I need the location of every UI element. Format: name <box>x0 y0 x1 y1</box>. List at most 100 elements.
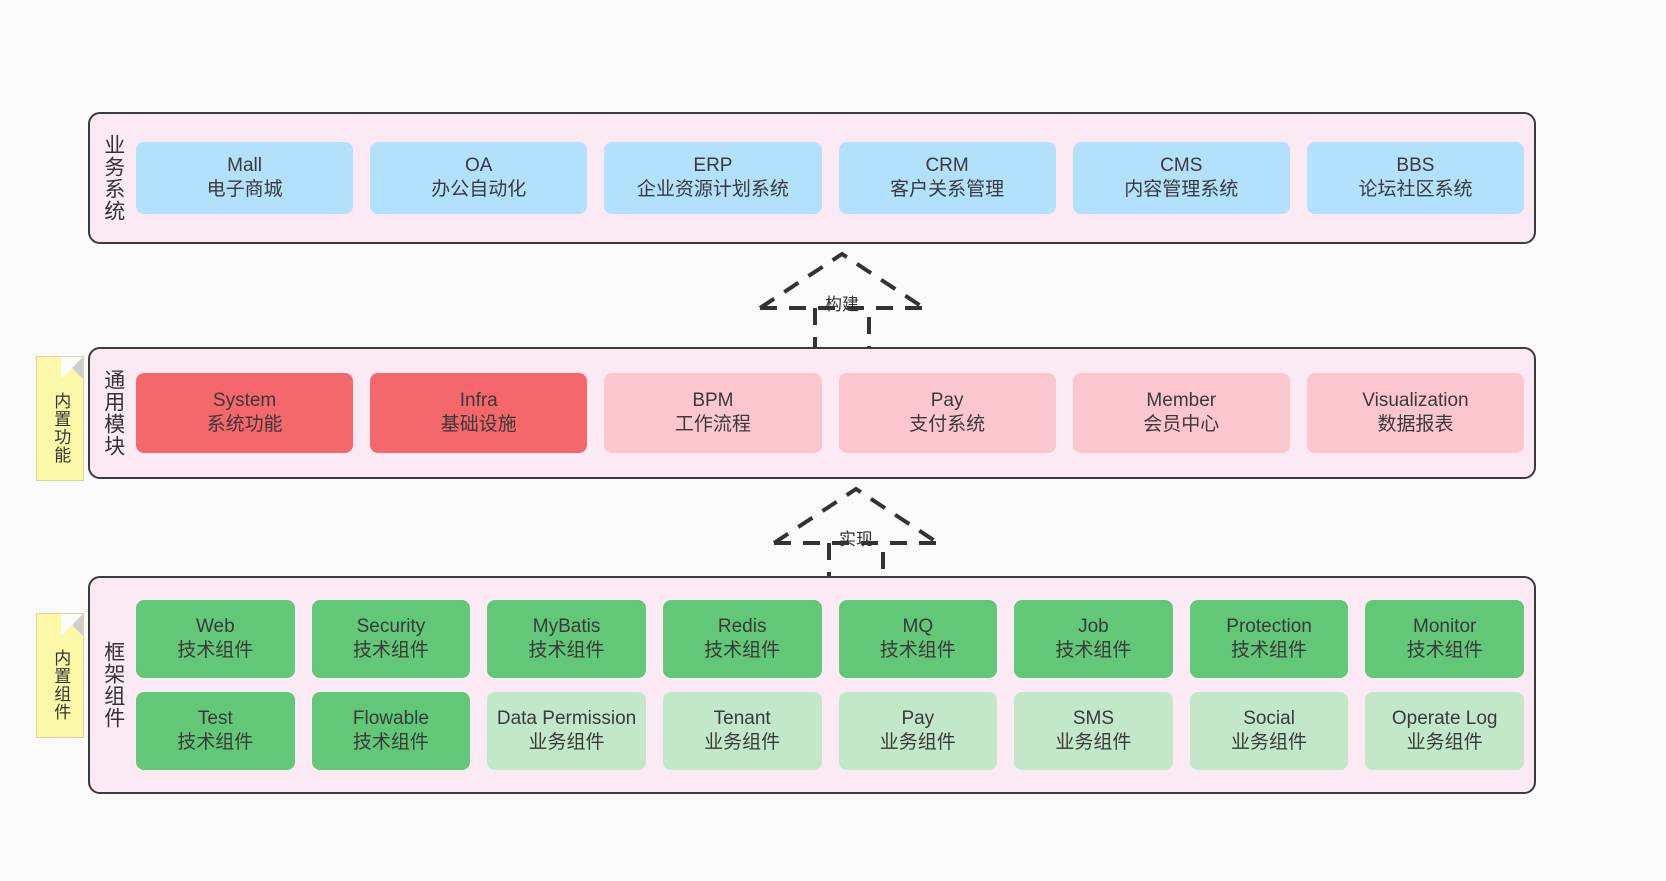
card-erp[interactable]: ERP 企业资源计划系统 <box>604 142 822 214</box>
card-title: Redis <box>717 616 767 638</box>
card-bbs[interactable]: BBS 论坛社区系统 <box>1306 142 1525 214</box>
card-title: Infra <box>459 390 498 412</box>
card-subtitle: 业务组件 <box>1231 732 1308 753</box>
sticky-note-label: 内置功能 <box>51 391 71 464</box>
card-oa[interactable]: OA 办公自动化 <box>370 142 588 214</box>
card-subtitle: 技术组件 <box>352 640 429 661</box>
layer-business-system: 业务系统 Mall 电子商城 OA 办公自动化 ERP 企业资源计划系统 CRM… <box>88 112 1536 244</box>
layer-common-module-body: System 系统功能 Infra 基础设施 BPM 工作流程 Pay 支付系统… <box>136 357 1525 469</box>
card-subtitle: 技术组件 <box>1231 640 1308 661</box>
card-system[interactable]: System 系统功能 <box>136 373 354 453</box>
card-title: Flowable <box>352 708 429 730</box>
card-subtitle: 技术组件 <box>528 640 605 661</box>
layer-common-module: 通用模块 System 系统功能 Infra 基础设施 BPM 工作流程 Pay… <box>88 347 1536 479</box>
card-subtitle: 数据报表 <box>1377 414 1454 435</box>
card-subtitle: 支付系统 <box>909 414 986 435</box>
card-title: Member <box>1146 390 1217 412</box>
layer-business-system-label: 业务系统 <box>101 134 125 222</box>
card-title: ERP <box>693 155 733 177</box>
layer-framework-component-body: Web 技术组件 Security 技术组件 MyBatis 技术组件 Redi… <box>136 586 1524 784</box>
card-subtitle: 技术组件 <box>704 640 781 661</box>
sticky-fold-mask <box>61 614 83 636</box>
card-web[interactable]: Web 技术组件 <box>136 600 295 678</box>
card-subtitle: 基础设施 <box>440 414 517 435</box>
card-subtitle: 业务组件 <box>528 732 605 753</box>
card-title: Operate Log <box>1391 708 1498 730</box>
card-title: Social <box>1243 708 1295 730</box>
card-subtitle: 技术组件 <box>177 640 254 661</box>
card-infra[interactable]: Infra 基础设施 <box>370 373 588 453</box>
card-row: Mall 电子商城 OA 办公自动化 ERP 企业资源计划系统 CRM 客户关系… <box>136 142 1525 214</box>
card-title: System <box>212 390 277 412</box>
card-subtitle: 技术组件 <box>352 732 429 753</box>
card-data-permission[interactable]: Data Permission 业务组件 <box>487 692 646 770</box>
card-title: Job <box>1078 616 1109 638</box>
card-mall[interactable]: Mall 电子商城 <box>136 142 354 214</box>
card-mybatis[interactable]: MyBatis 技术组件 <box>487 600 646 678</box>
card-subtitle: 会员中心 <box>1143 414 1220 435</box>
card-security[interactable]: Security 技术组件 <box>311 600 471 678</box>
card-operate-log[interactable]: Operate Log 业务组件 <box>1365 692 1524 770</box>
card-title: SMS <box>1072 708 1115 730</box>
card-sms[interactable]: SMS 业务组件 <box>1014 692 1173 770</box>
sticky-note-builtin-function: 内置功能 <box>36 356 84 481</box>
card-subtitle: 内容管理系统 <box>1124 179 1239 200</box>
card-member[interactable]: Member 会员中心 <box>1072 373 1290 453</box>
card-crm[interactable]: CRM 客户关系管理 <box>838 142 1056 214</box>
card-bpm[interactable]: BPM 工作流程 <box>604 373 822 453</box>
layer-framework-component-label: 框架组件 <box>101 641 125 729</box>
card-title: Web <box>195 616 235 638</box>
card-tenant[interactable]: Tenant 业务组件 <box>662 692 822 770</box>
card-title: Test <box>197 708 233 730</box>
card-title: Pay <box>930 390 964 412</box>
card-subtitle: 电子商城 <box>206 179 283 200</box>
card-title: Monitor <box>1413 616 1477 638</box>
layer-framework-component: 框架组件 Web 技术组件 Security 技术组件 MyBatis 技术组件… <box>88 576 1536 794</box>
card-subtitle: 业务组件 <box>704 732 781 753</box>
card-title: MyBatis <box>532 616 601 638</box>
card-subtitle: 技术组件 <box>1055 640 1132 661</box>
layer-business-system-body: Mall 电子商城 OA 办公自动化 ERP 企业资源计划系统 CRM 客户关系… <box>136 122 1525 234</box>
card-row: Web 技术组件 Security 技术组件 MyBatis 技术组件 Redi… <box>136 600 1524 678</box>
generalization-arrow-icon <box>758 251 926 354</box>
card-title: Pay <box>901 708 935 730</box>
card-visualization[interactable]: Visualization 数据报表 <box>1306 373 1525 453</box>
card-subtitle: 业务组件 <box>1406 732 1483 753</box>
card-title: CRM <box>925 155 969 177</box>
layer-common-module-label: 通用模块 <box>101 369 125 457</box>
card-subtitle: 系统功能 <box>206 414 283 435</box>
card-subtitle: 业务组件 <box>1055 732 1132 753</box>
card-subtitle: 技术组件 <box>1406 640 1483 661</box>
card-flowable[interactable]: Flowable 技术组件 <box>311 692 471 770</box>
card-title: BBS <box>1396 155 1435 177</box>
card-redis[interactable]: Redis 技术组件 <box>662 600 822 678</box>
card-mq[interactable]: MQ 技术组件 <box>838 600 998 678</box>
card-social[interactable]: Social 业务组件 <box>1189 692 1349 770</box>
card-subtitle: 客户关系管理 <box>890 179 1005 200</box>
card-subtitle: 论坛社区系统 <box>1358 179 1473 200</box>
card-cms[interactable]: CMS 内容管理系统 <box>1072 142 1290 214</box>
card-subtitle: 工作流程 <box>674 414 751 435</box>
card-pay[interactable]: Pay 支付系统 <box>838 373 1056 453</box>
sticky-fold-mask <box>61 357 83 379</box>
card-title: Data Permission <box>496 708 637 730</box>
card-subtitle: 业务组件 <box>879 732 956 753</box>
card-subtitle: 办公自动化 <box>431 179 527 200</box>
card-subtitle: 技术组件 <box>879 640 956 661</box>
card-title: CMS <box>1160 155 1203 177</box>
card-monitor[interactable]: Monitor 技术组件 <box>1365 600 1524 678</box>
card-test[interactable]: Test 技术组件 <box>136 692 295 770</box>
card-title: MQ <box>902 616 934 638</box>
card-title: OA <box>465 155 493 177</box>
card-job[interactable]: Job 技术组件 <box>1014 600 1173 678</box>
card-title: Visualization <box>1362 390 1469 412</box>
card-pay-business[interactable]: Pay 业务组件 <box>838 692 998 770</box>
card-title: Protection <box>1226 616 1312 638</box>
card-subtitle: 技术组件 <box>177 732 254 753</box>
card-title: Tenant <box>713 708 771 730</box>
card-title: Security <box>356 616 426 638</box>
card-title: Mall <box>227 155 262 177</box>
card-protection[interactable]: Protection 技术组件 <box>1189 600 1349 678</box>
sticky-note-label: 内置组件 <box>51 648 71 721</box>
card-subtitle: 企业资源计划系统 <box>636 179 789 200</box>
